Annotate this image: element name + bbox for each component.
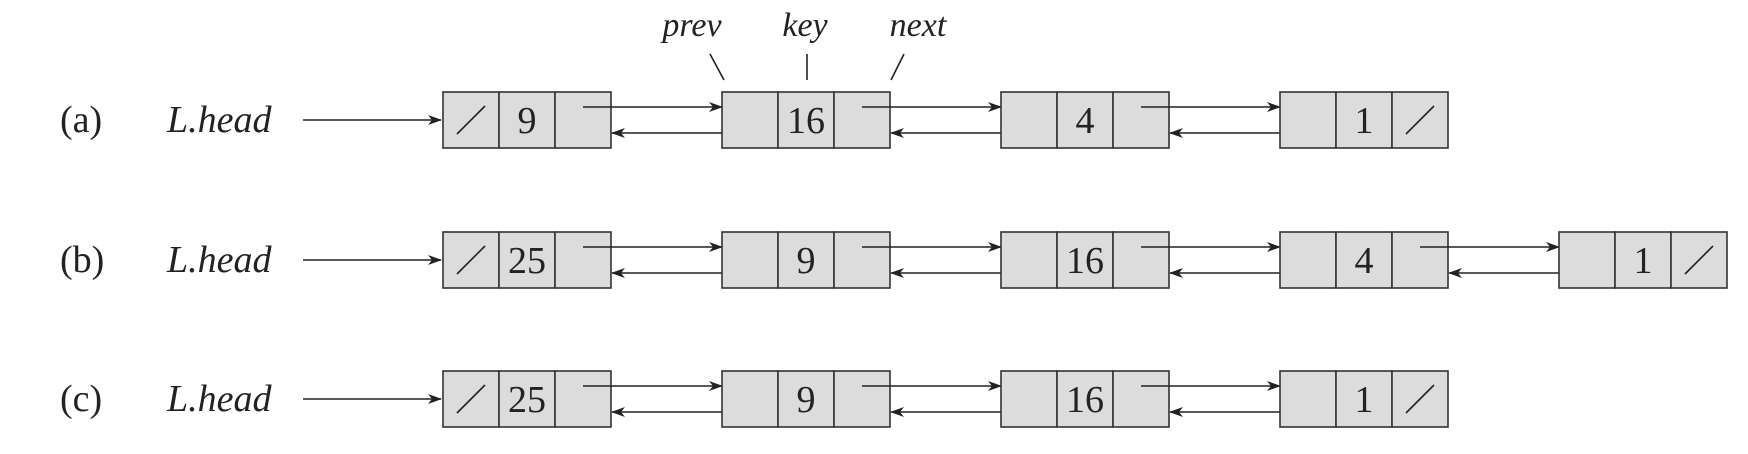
prev-cell — [721, 91, 779, 149]
key-cell — [1335, 91, 1393, 149]
list-node: 4 — [1279, 231, 1449, 289]
row-label: (b) — [60, 239, 104, 281]
list-row-1: (a) L.head 9 16 4 1 — [60, 91, 1449, 149]
node-key: 16 — [1066, 240, 1104, 282]
node-key: 1 — [1355, 379, 1374, 421]
prev-cell — [1000, 231, 1058, 289]
prev-cell — [1279, 370, 1337, 428]
head-label: L.head — [166, 99, 273, 141]
next-cell — [833, 91, 891, 149]
next-field-label: next — [890, 7, 948, 44]
node-key: 16 — [1066, 379, 1104, 421]
list-node: 1 — [1558, 231, 1728, 289]
node-key: 9 — [797, 379, 816, 421]
prev-cell — [721, 231, 779, 289]
list-node: 25 — [442, 370, 612, 428]
field-labels: prev key next — [660, 7, 948, 81]
key-cell — [1335, 370, 1393, 428]
next-cell — [554, 370, 612, 428]
prev-cell — [1000, 370, 1058, 428]
prev-cell — [1000, 91, 1058, 149]
key-field-label: key — [782, 7, 828, 44]
next-cell — [1391, 231, 1449, 289]
key-cell — [1056, 91, 1114, 149]
next-cell — [1112, 231, 1170, 289]
prev-cell — [1279, 91, 1337, 149]
node-key: 16 — [787, 100, 825, 142]
next-cell — [554, 91, 612, 149]
next-cell — [1112, 91, 1170, 149]
next-cell — [833, 370, 891, 428]
prev-pointer-line — [709, 53, 725, 81]
node-key: 9 — [797, 240, 816, 282]
prev-cell — [1558, 231, 1616, 289]
node-key: 4 — [1076, 100, 1095, 142]
node-key: 9 — [518, 100, 537, 142]
list-row-3: (c) L.head 25 9 16 1 — [60, 370, 1449, 428]
node-key: 25 — [508, 240, 546, 282]
node-key: 1 — [1355, 100, 1374, 142]
key-cell — [498, 370, 556, 428]
key-cell — [1056, 231, 1114, 289]
list-node: 4 — [1000, 91, 1170, 149]
list-node: 16 — [1000, 370, 1170, 428]
nil-next-slash — [1405, 105, 1435, 135]
next-cell — [1112, 370, 1170, 428]
row-label: (a) — [60, 99, 102, 141]
prev-field-label: prev — [660, 7, 722, 44]
list-rows: (a) L.head 9 16 4 1 (b) L.head 25 9 16 4 1 (c) L.head 2… — [60, 91, 1728, 428]
next-cell — [833, 231, 891, 289]
key-cell — [777, 91, 835, 149]
node-key: 25 — [508, 379, 546, 421]
list-node: 1 — [1279, 370, 1449, 428]
nil-next-slash — [1405, 384, 1435, 414]
list-node: 16 — [721, 91, 891, 149]
list-node: 16 — [1000, 231, 1170, 289]
next-pointer-line — [890, 53, 905, 81]
prev-cell — [1279, 231, 1337, 289]
prev-cell — [721, 370, 779, 428]
head-label: L.head — [166, 239, 273, 281]
prev-cell — [442, 231, 500, 289]
list-row-2: (b) L.head 25 9 16 4 1 — [60, 231, 1728, 289]
nil-prev-slash — [456, 245, 486, 275]
row-label: (c) — [60, 378, 102, 420]
head-label: L.head — [166, 378, 273, 420]
node-key: 1 — [1634, 240, 1653, 282]
next-cell — [554, 231, 612, 289]
list-node: 1 — [1279, 91, 1449, 149]
list-node: 25 — [442, 231, 612, 289]
node-key: 4 — [1355, 240, 1374, 282]
nil-next-slash — [1684, 245, 1714, 275]
key-cell — [1056, 370, 1114, 428]
list-node: 9 — [721, 231, 891, 289]
nil-prev-slash — [456, 384, 486, 414]
list-node: 9 — [442, 91, 612, 149]
list-node: 9 — [721, 370, 891, 428]
nil-prev-slash — [456, 105, 486, 135]
